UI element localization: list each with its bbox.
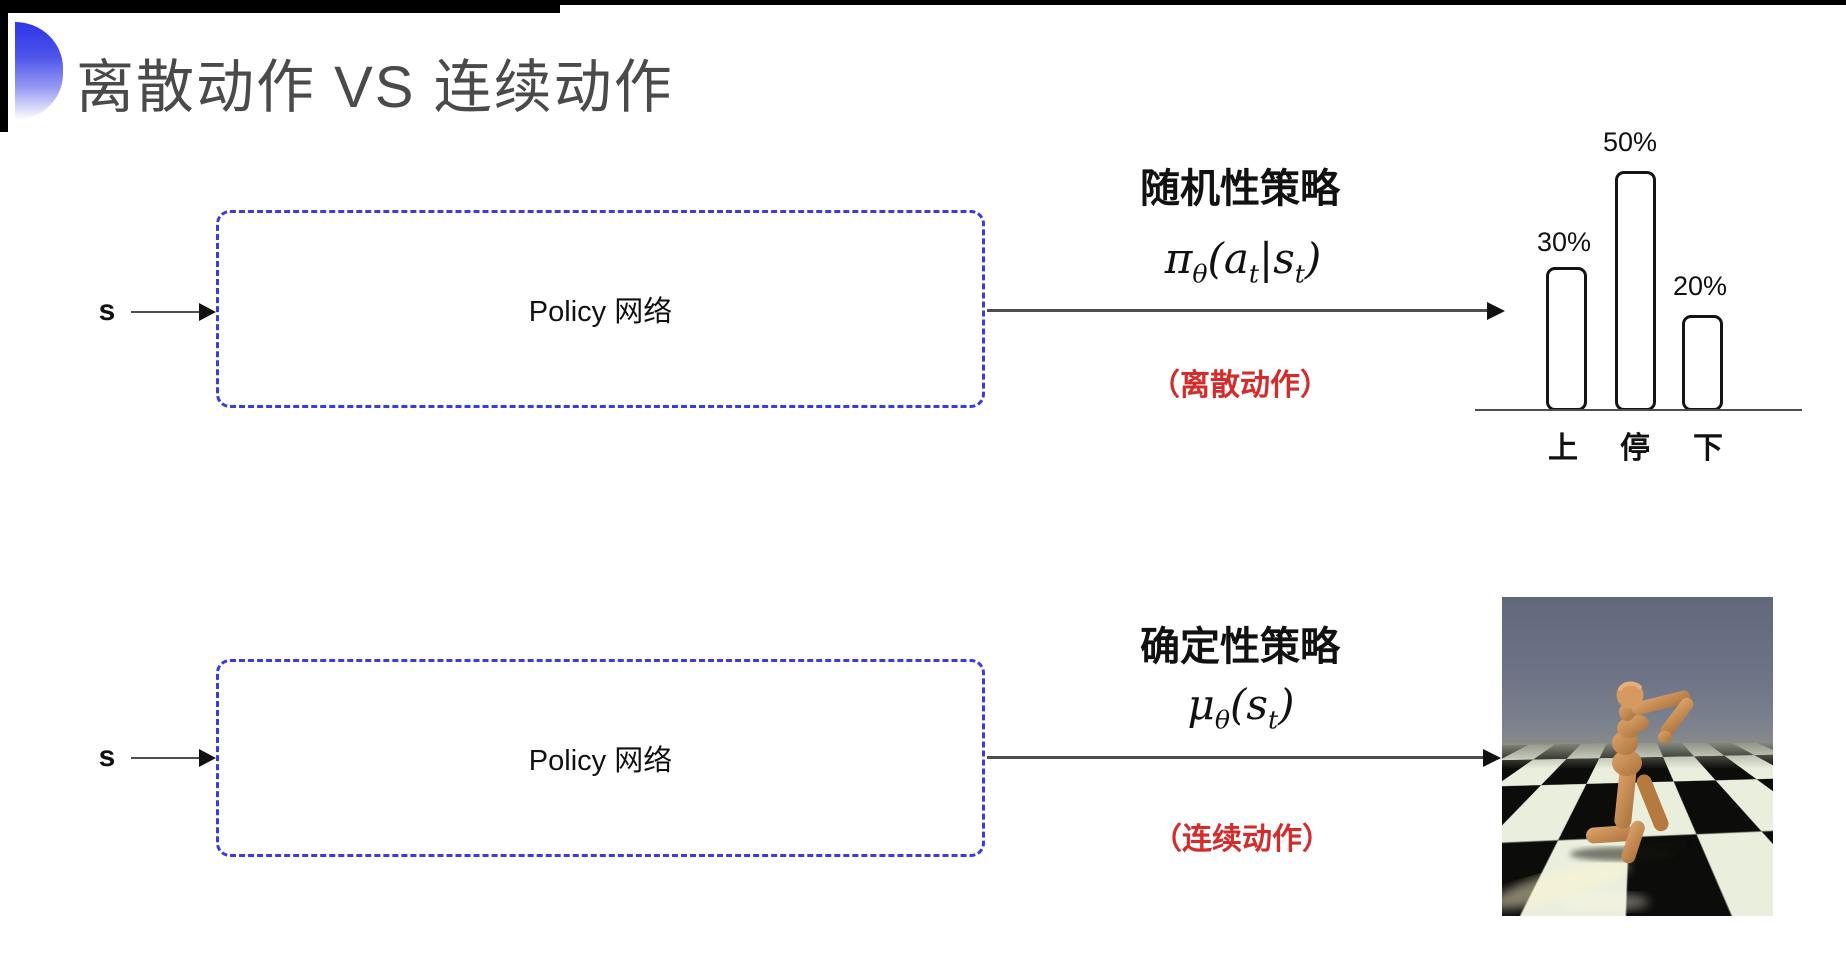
bar-category-label: 上 <box>1548 432 1578 465</box>
policy-type-label: 确定性策略 <box>1140 625 1340 669</box>
letterbox-top-left <box>0 0 560 13</box>
action-probability-bar-chart: 30% 50% 20% 上 停 下 <box>1470 95 1830 470</box>
policy-box-label: Policy 网络 <box>528 745 673 777</box>
policy-box-label: Policy 网络 <box>528 296 673 328</box>
policy-formula: μθ(st) <box>1187 680 1295 735</box>
output-arrowhead-icon <box>1487 302 1505 320</box>
output-arrowhead-icon <box>1483 749 1501 767</box>
slide-title: 离散动作 VS 连续动作 <box>76 55 674 120</box>
output-arrow <box>987 309 1489 312</box>
state-label: s <box>98 740 116 773</box>
policy-type-label: 随机性策略 <box>1140 167 1340 211</box>
letterbox-left <box>0 0 8 132</box>
policy-network-box: Policy 网络 <box>216 210 985 408</box>
humanoid-simulation-image <box>1502 597 1773 916</box>
action-type-note: （离散动作） <box>1150 369 1330 402</box>
bar-category-label: 停 <box>1620 432 1650 465</box>
bar-value-label: 50% <box>1602 127 1658 157</box>
input-arrowhead-icon <box>199 303 216 321</box>
policy-formula: πθ(at|st) <box>1164 234 1322 289</box>
output-arrow <box>987 756 1485 759</box>
input-arrow <box>131 311 201 313</box>
letterbox-top <box>0 0 1846 5</box>
bar-value-label: 30% <box>1536 227 1592 257</box>
policy-network-box: Policy 网络 <box>216 659 985 857</box>
input-arrow <box>131 757 201 759</box>
state-label: s <box>98 294 116 327</box>
chart-baseline <box>1475 409 1802 411</box>
bar <box>1546 267 1587 411</box>
bar-value-label: 20% <box>1672 271 1728 301</box>
humanoid-robot-figure <box>1502 681 1694 911</box>
bar-category-label: 下 <box>1693 432 1723 465</box>
bar <box>1682 315 1723 411</box>
input-arrowhead-icon <box>199 749 216 767</box>
action-type-note: （连续动作） <box>1152 823 1332 856</box>
bar <box>1615 171 1656 411</box>
title-bullet-icon <box>15 22 63 120</box>
